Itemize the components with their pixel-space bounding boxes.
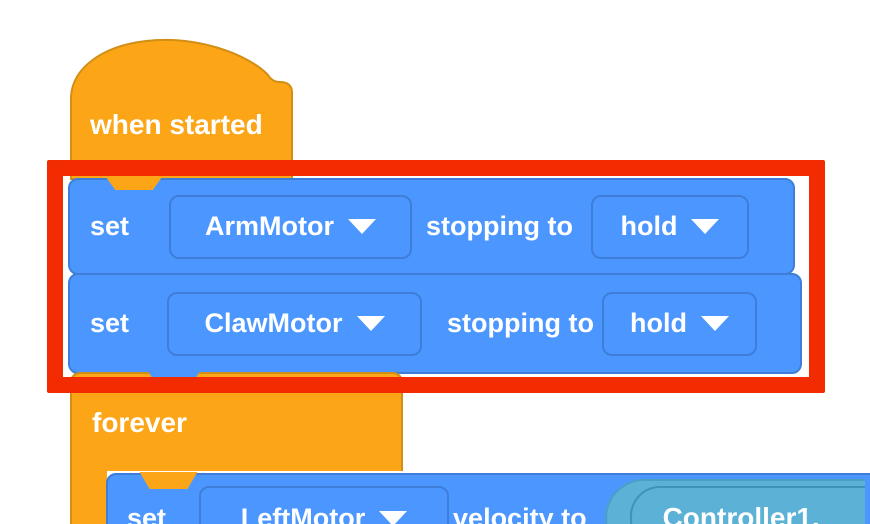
dropdown-arrow-icon [379, 510, 408, 524]
controller-reporter-label: Controller1. [662, 502, 820, 524]
controller-reporter-oval: Controller1. [629, 486, 865, 524]
set-keyword-label: set [127, 502, 167, 524]
dropdown-arrow-icon [700, 316, 729, 331]
stopping-to-label: stopping to [426, 211, 573, 241]
arm-motor-dropdown[interactable]: ArmMotor [169, 194, 413, 259]
forever-connector-tab [139, 472, 198, 489]
hat-connector-tab [102, 172, 166, 190]
set-keyword-label: set [90, 308, 130, 338]
set-claw-stopping-block[interactable]: set ClawMotor stopping to hold [68, 273, 802, 374]
dropdown-arrow-icon [348, 219, 377, 234]
claw-brake-mode-value: hold [630, 308, 687, 338]
velocity-to-label: velocity to [453, 502, 587, 524]
dropdown-arrow-icon [356, 316, 385, 331]
controller-sensing-reporter[interactable]: Controller1. [604, 479, 865, 524]
forever-block-arm [70, 469, 107, 524]
claw-motor-value: ClawMotor [204, 308, 343, 338]
arm-brake-mode-dropdown[interactable]: hold [591, 194, 749, 259]
left-motor-value: LeftMotor [240, 502, 366, 524]
arm-brake-mode-value: hold [620, 211, 678, 241]
arm-motor-value: ArmMotor [205, 211, 335, 241]
set-arm-stopping-block[interactable]: set ArmMotor stopping to hold [68, 178, 795, 275]
left-motor-dropdown[interactable]: LeftMotor [199, 486, 450, 524]
set-velocity-block[interactable]: set LeftMotor velocity to Controller1. [106, 473, 870, 524]
set-keyword-label: set [90, 211, 130, 241]
forever-label: forever [92, 406, 187, 438]
claw-motor-dropdown[interactable]: ClawMotor [167, 291, 423, 356]
dropdown-arrow-icon [691, 219, 720, 234]
claw-brake-mode-dropdown[interactable]: hold [602, 291, 757, 356]
stopping-to-label: stopping to [447, 308, 594, 338]
when-started-hat-block[interactable] [70, 38, 294, 180]
forever-block[interactable]: forever [70, 372, 403, 471]
when-started-label: when started [90, 109, 263, 140]
